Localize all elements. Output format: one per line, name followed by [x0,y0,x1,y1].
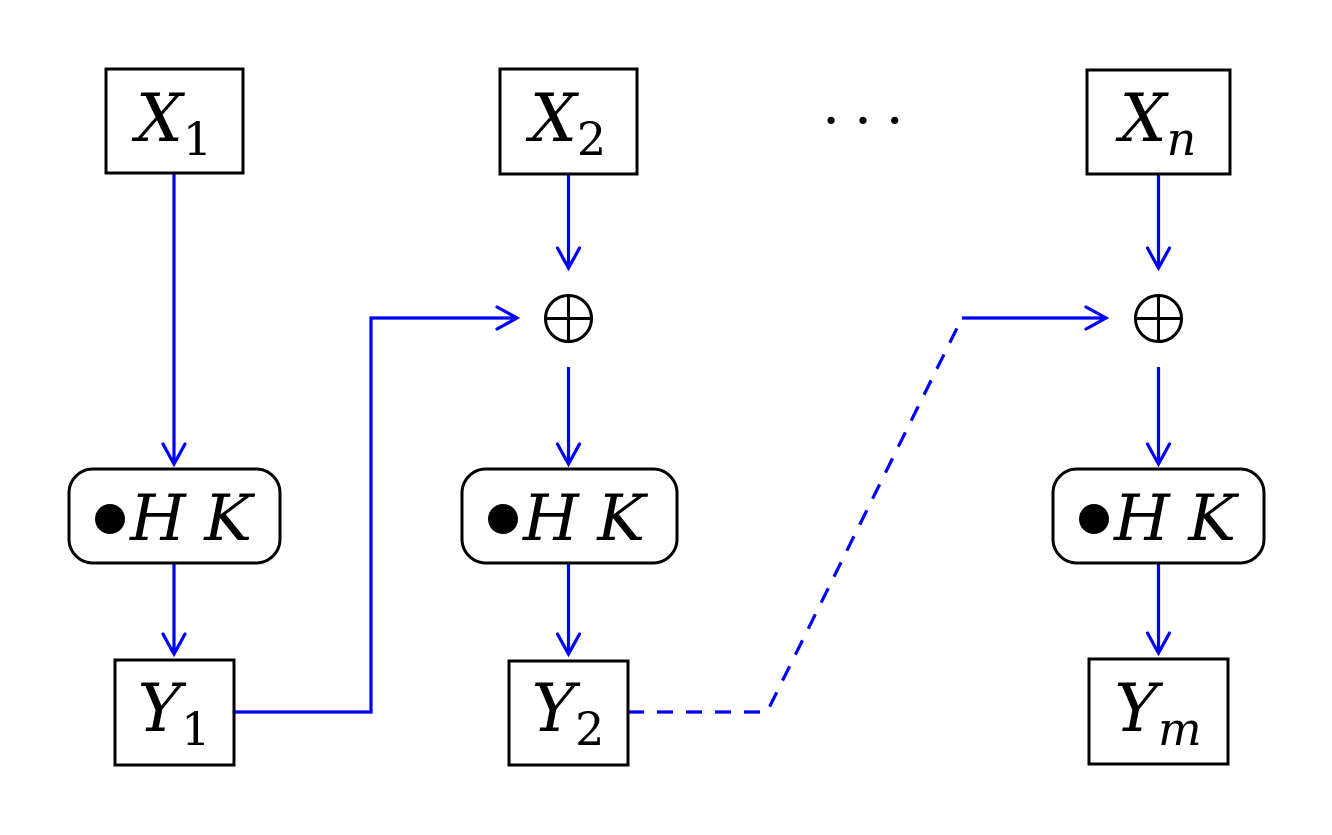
bullet-dot-icon [95,504,125,534]
node-ym: Ym [1087,657,1230,766]
node-x2: X2 [498,67,639,176]
y2-label: Y2 [532,670,605,756]
edge-y1-to-xor2 [234,305,521,714]
x2-box [498,67,639,176]
node-y1: Y1 [113,658,236,767]
ellipsis-dots: ··· [822,89,917,154]
hk1-box [67,467,282,565]
bullet-dot-icon [1079,504,1109,534]
hk2-box [460,467,679,565]
ym-label: Ym [1114,670,1201,756]
y1-box [113,658,236,767]
node-y2: Y2 [507,659,630,767]
node-hk1: HK [67,467,282,565]
x2-label: X2 [525,80,606,166]
node-xn: Xn [1085,68,1232,176]
xn-box [1085,68,1232,176]
node-x1: X1 [104,67,245,175]
xor-node-2 [544,294,593,343]
y1-label: Y1 [138,670,211,756]
edges [161,173,1172,714]
xor-node-3 [1134,294,1183,343]
node-hk3: HK [1051,467,1266,565]
bullet-dot-icon [488,504,518,534]
ym-box [1087,657,1230,766]
node-hk2: HK [460,467,679,565]
xn-label: Xn [1115,80,1197,166]
x1-label: X1 [131,80,212,166]
y2-box [507,659,630,767]
hk3-box [1051,467,1266,565]
x1-box [104,67,245,175]
